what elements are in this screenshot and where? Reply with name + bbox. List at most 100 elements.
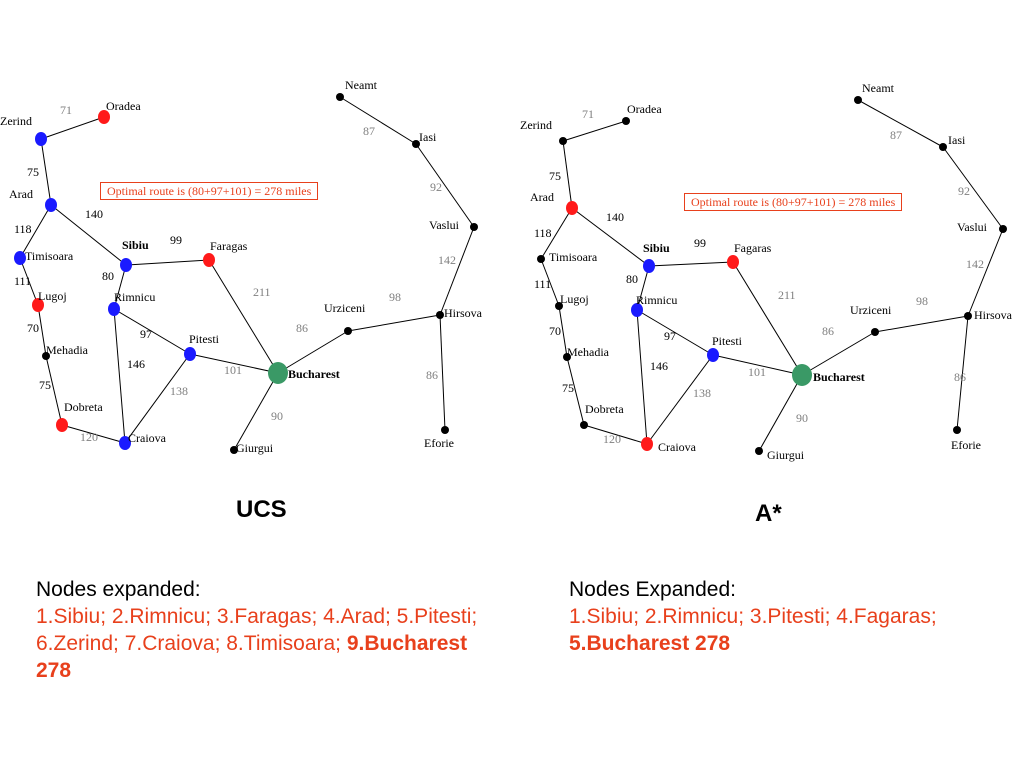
right-edge-sibiu-rimnicu xyxy=(636,265,650,311)
right-label-vaslui: Vaslui xyxy=(957,220,988,234)
left-edge-pitesti-bucharest xyxy=(189,353,279,374)
right-weight-bucharest-urziceni: 86 xyxy=(822,324,834,338)
right-weight-arad-timisoara: 118 xyxy=(534,226,552,240)
right-node-hirsova xyxy=(964,312,972,320)
left-label-faragas: Faragas xyxy=(210,239,248,253)
left-label-hirsova: Hirsova xyxy=(444,306,483,320)
right-label-mehadia: Mehadia xyxy=(567,345,610,359)
ucs-expanded-final: 9.Bucharest 278 xyxy=(36,632,468,682)
right-node-rimnicu xyxy=(631,303,643,317)
right-node-pitesti xyxy=(707,348,719,362)
left-node-giurgui xyxy=(230,446,238,454)
left-weight-urziceni-hirsova: 98 xyxy=(389,290,401,304)
left-node-arad xyxy=(45,198,57,212)
left-node-dobreta xyxy=(56,418,68,432)
ucs-title: UCS xyxy=(236,496,287,523)
right-node-sibiu xyxy=(643,259,655,273)
left-node-neamt xyxy=(336,93,344,101)
left-weight-arad-timisoara: 118 xyxy=(14,222,32,236)
right-label-neamt: Neamt xyxy=(862,81,895,95)
right-weight-lugoj-mehadia: 70 xyxy=(549,324,561,338)
left-edge-rimnicu-pitesti xyxy=(113,308,191,355)
right-label-arad: Arad xyxy=(530,190,554,204)
left-label-giurgui: Giurgui xyxy=(236,441,274,455)
right-node-timisoara xyxy=(537,255,545,263)
left-node-sibiu xyxy=(120,258,132,272)
right-edge-urziceni-hirsova xyxy=(874,315,969,333)
right-edge-hirsova-vaslui xyxy=(967,228,1004,317)
left-label-lugoj: Lugoj xyxy=(38,289,67,303)
left-node-lugoj xyxy=(32,298,44,312)
right-label-fagaras: Fagaras xyxy=(734,241,772,255)
right-label-lugoj: Lugoj xyxy=(560,292,589,306)
left-edge-rimnicu-craiova xyxy=(113,308,126,444)
right-weight-zerind-oradea: 71 xyxy=(582,107,594,121)
right-label-bucharest: Bucharest xyxy=(813,370,865,384)
left-label-rimnicu: Rimnicu xyxy=(114,290,155,304)
right-weight-mehadia-dobreta: 75 xyxy=(562,381,574,395)
right-label-iasi: Iasi xyxy=(948,133,966,147)
right-weight-sibiu-rimnicu: 80 xyxy=(626,272,638,286)
right-weight-craiova-pitesti: 138 xyxy=(693,386,711,400)
left-weight-sibiu-faragas: 99 xyxy=(170,233,182,247)
left-edge-faragas-bucharest xyxy=(208,259,279,374)
right-weight-pitesti-bucharest: 101 xyxy=(748,365,766,379)
right-edge-hirsova-eforie xyxy=(956,315,969,431)
left-weight-vaslui-iasi: 92 xyxy=(430,180,442,194)
right-edge-mehadia-dobreta xyxy=(566,356,585,426)
right-weight-rimnicu-pitesti: 97 xyxy=(664,329,676,343)
left-optimal-route-box: Optimal route is (80+97+101) = 278 miles xyxy=(100,182,319,200)
left-edge-sibiu-rimnicu xyxy=(113,264,127,310)
ucs-expanded-sequence: 1.Sibiu; 2.Rimnicu; 3.Faragas; 4.Arad; 5… xyxy=(36,605,478,655)
right-edge-bucharest-urziceni xyxy=(801,331,876,376)
left-weight-zerind-arad: 75 xyxy=(27,165,39,179)
right-label-oradea: Oradea xyxy=(627,102,662,116)
right-weight-urziceni-hirsova: 98 xyxy=(916,294,928,308)
right-edge-iasi-neamt xyxy=(857,99,944,148)
right-edge-zerind-oradea xyxy=(562,120,627,142)
ucs-expanded-list: 1.Sibiu; 2.Rimnicu; 3.Faragas; 4.Arad; 5… xyxy=(36,603,506,684)
right-label-sibiu: Sibiu xyxy=(643,241,670,255)
right-edge-rimnicu-pitesti xyxy=(636,309,714,356)
right-node-fagaras xyxy=(727,255,739,269)
right-edge-vaslui-iasi xyxy=(942,146,1004,230)
left-node-vaslui xyxy=(470,223,478,231)
right-weight-sibiu-fagaras: 99 xyxy=(694,236,706,250)
left-weight-lugoj-mehadia: 70 xyxy=(27,321,39,335)
left-weight-pitesti-bucharest: 101 xyxy=(224,363,242,377)
left-label-sibiu: Sibiu xyxy=(122,238,149,252)
astar-expanded-list: 1.Sibiu; 2.Rimnicu; 3.Pitesti; 4.Fagaras… xyxy=(569,603,1009,657)
left-node-rimnicu xyxy=(108,302,120,316)
left-edge-vaslui-iasi xyxy=(415,143,475,228)
left-edge-lugoj-mehadia xyxy=(37,304,47,357)
left-edge-timisoara-lugoj xyxy=(19,257,39,306)
ucs-nodes-heading: Nodes expanded: xyxy=(36,578,201,601)
right-weight-hirsova-vaslui: 142 xyxy=(966,257,984,271)
left-label-dobreta: Dobreta xyxy=(64,400,103,414)
left-edge-hirsova-vaslui xyxy=(439,226,475,316)
left-edge-hirsova-eforie xyxy=(439,314,446,431)
right-node-bucharest xyxy=(792,364,812,386)
left-weight-hirsova-vaslui: 142 xyxy=(438,253,456,267)
astar-nodes-panel: Nodes Expanded: 1.Sibiu; 2.Rimnicu; 3.Pi… xyxy=(569,576,1009,657)
left-weight-rimnicu-craiova: 146 xyxy=(127,357,145,371)
right-label-dobreta: Dobreta xyxy=(585,402,624,416)
right-label-pitesti: Pitesti xyxy=(712,334,743,348)
right-node-arad xyxy=(566,201,578,215)
left-weight-bucharest-giurgui: 90 xyxy=(271,409,283,423)
left-node-oradea xyxy=(98,110,110,124)
right-edge-timisoara-lugoj xyxy=(540,258,560,307)
left-label-mehadia: Mehadia xyxy=(46,343,89,357)
ucs-nodes-panel: Nodes expanded: 1.Sibiu; 2.Rimnicu; 3.Fa… xyxy=(36,576,506,684)
right-label-timisoara: Timisoara xyxy=(549,250,598,264)
right-edge-arad-timisoara xyxy=(540,207,573,260)
left-label-bucharest: Bucharest xyxy=(288,367,340,381)
right-edge-bucharest-giurgui xyxy=(758,374,803,452)
right-edge-sibiu-fagaras xyxy=(648,261,734,267)
left-weight-mehadia-dobreta: 75 xyxy=(39,378,51,392)
left-weight-hirsova-eforie: 86 xyxy=(426,368,438,382)
astar-expanded-final: 5.Bucharest 278 xyxy=(569,632,731,655)
right-weight-dobreta-craiova: 120 xyxy=(603,432,621,446)
right-edge-craiova-pitesti xyxy=(646,354,714,445)
right-label-hirsova: Hirsova xyxy=(974,308,1013,322)
